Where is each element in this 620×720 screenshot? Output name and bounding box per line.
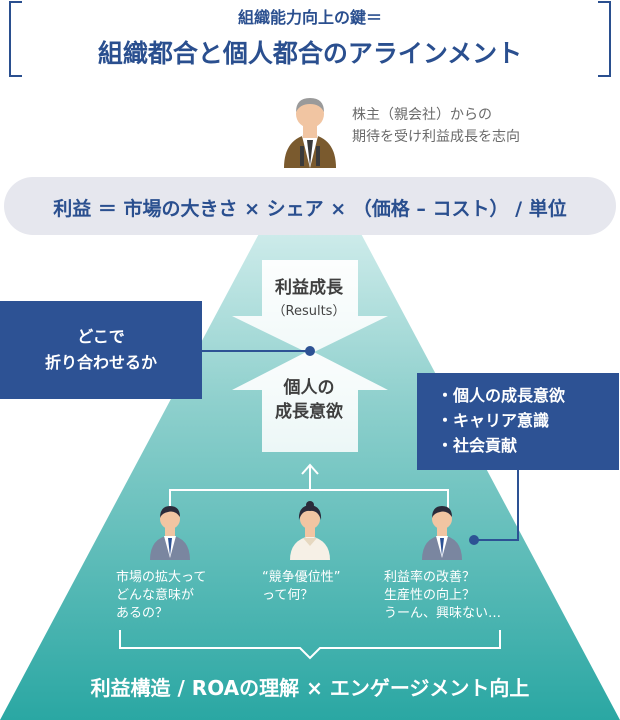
- header-title: 組織都合と個人都合のアラインメント: [97, 39, 523, 68]
- shareholder-line-2: 期待を受け利益成長を志向: [352, 129, 520, 145]
- voice-line: どんな意味が: [116, 588, 195, 603]
- header-bracket-right: [598, 1, 611, 77]
- employee-3-voice: 利益率の改善？ 生産性の向上？ うーん、興味ない…: [384, 569, 501, 623]
- right-callout-item: ・個人の成長意欲: [437, 386, 566, 405]
- shareholder-figure: [284, 98, 336, 168]
- voice-line: って何？: [262, 588, 314, 603]
- left-callout-box: どこで 折り合わせるか: [0, 301, 202, 399]
- up-arrow: [232, 350, 388, 452]
- down-arrow: [232, 260, 388, 354]
- up-arrow-label: 個人の 成長意欲: [250, 376, 368, 424]
- voice-line: 利益率の改善？: [384, 570, 476, 585]
- right-callout-box: ・個人の成長意欲 ・キャリア意識 ・社会貢献: [417, 373, 619, 470]
- employees-bottom-bracket: [119, 630, 501, 660]
- header-bracket-left: [9, 1, 22, 77]
- right-callout-item: ・キャリア意識: [437, 411, 550, 430]
- header-subtitle: 組織能力向上の鍵＝: [237, 8, 382, 27]
- employees-top-bracket: [169, 489, 449, 510]
- employee-3-figure: [422, 506, 462, 560]
- voice-line: 市場の拡大って: [116, 570, 207, 585]
- right-callout-item: ・社会貢献: [437, 436, 518, 455]
- up-arrow-line-1: 個人の: [283, 378, 335, 398]
- down-arrow-sub: （Results）: [272, 304, 346, 319]
- voice-line: 生産性の向上？: [384, 588, 476, 603]
- shareholder-line-1: 株主（親会社）からの: [352, 107, 492, 123]
- employee-1-figure: [150, 506, 190, 560]
- formula-band: [4, 177, 616, 235]
- bottom-conclusion-label: 利益構造 / ROAの理解 × エンゲージメント向上: [90, 676, 530, 700]
- voice-line: あるの？: [116, 606, 169, 621]
- profit-formula: 利益 ＝ 市場の大きさ × シェア × （価格 – コスト） / 単位: [53, 198, 567, 220]
- employees-up-head: [301, 463, 319, 475]
- voice-line: “競争優位性”: [262, 570, 341, 585]
- right-connector: [474, 470, 519, 541]
- down-arrow-label: 利益成長 （Results）: [250, 276, 368, 324]
- left-connector-dot: [305, 346, 315, 356]
- employee-2-figure: [290, 501, 330, 560]
- left-callout-line-1: どこで: [77, 327, 125, 346]
- down-arrow-title: 利益成長: [275, 278, 343, 298]
- left-callout-line-2: 折り合わせるか: [44, 353, 157, 372]
- employee-2-voice: “競争優位性” って何？: [262, 569, 340, 605]
- employee-1-voice: 市場の拡大って どんな意味が あるの？: [116, 569, 206, 623]
- right-connector-dot: [469, 535, 479, 545]
- voice-line: うーん、興味ない…: [384, 606, 502, 621]
- up-arrow-line-2: 成長意欲: [275, 402, 343, 422]
- shareholder-caption: 株主（親会社）からの 期待を受け利益成長を志向: [352, 104, 520, 148]
